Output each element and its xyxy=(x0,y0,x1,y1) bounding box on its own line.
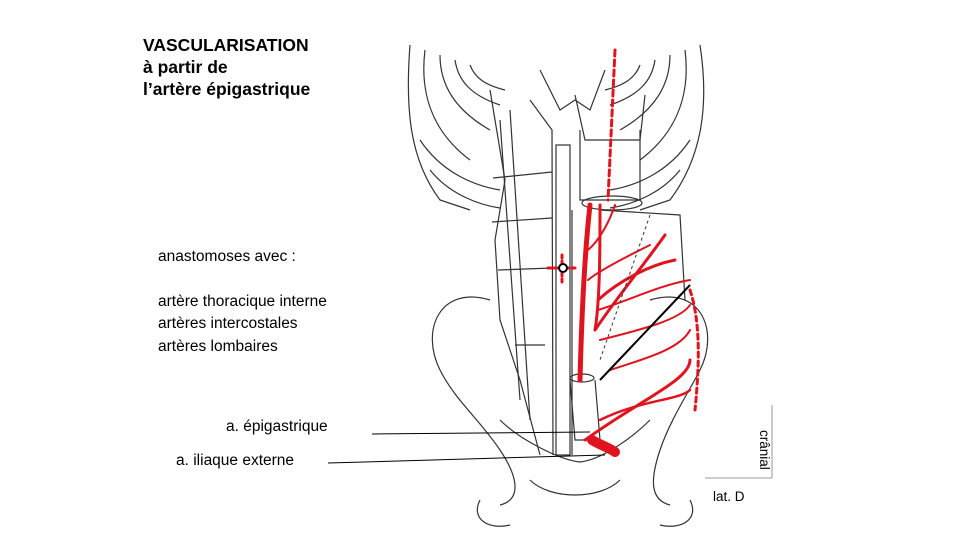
anastomosis-item: artères lombaires xyxy=(158,337,278,355)
anastomoses-list: artère thoracique interne artères interc… xyxy=(158,291,327,359)
anastomoses-heading: anastomoses avec : xyxy=(158,248,296,265)
diagram-title: VASCULARISATION à partir de l’artère épi… xyxy=(143,34,310,100)
cranial-orientation-label: crânial xyxy=(757,430,772,470)
oblique-line xyxy=(599,284,691,381)
external-iliac-artery-label: a. iliaque externe xyxy=(176,452,295,469)
title-line-3: l’artère épigastrique xyxy=(143,79,311,99)
anastomosis-item: artère thoracique interne xyxy=(158,292,327,310)
lateral-orientation-label: lat. D xyxy=(713,489,745,504)
anastomoses-block: anastomoses avec : artère thoracique int… xyxy=(158,246,327,358)
rectus-abdominis-right xyxy=(569,94,686,455)
title-line-1: VASCULARISATION xyxy=(143,35,309,55)
iliac-pointer-line xyxy=(327,454,606,464)
epigastric-artery-label: a. épigastrique xyxy=(226,418,328,435)
linea-alba xyxy=(555,144,571,456)
anastomosis-marker xyxy=(558,263,568,273)
rectus-abdominis-left xyxy=(489,89,554,456)
orientation-axes xyxy=(705,405,773,479)
anastomosis-item: artères intercostales xyxy=(158,315,298,332)
epigastric-artery-network xyxy=(546,48,700,457)
epigastric-pointer-line xyxy=(371,431,591,435)
dashed-guideline xyxy=(599,214,651,361)
title-line-2: à partir de xyxy=(143,57,228,77)
ribcage xyxy=(407,44,705,211)
